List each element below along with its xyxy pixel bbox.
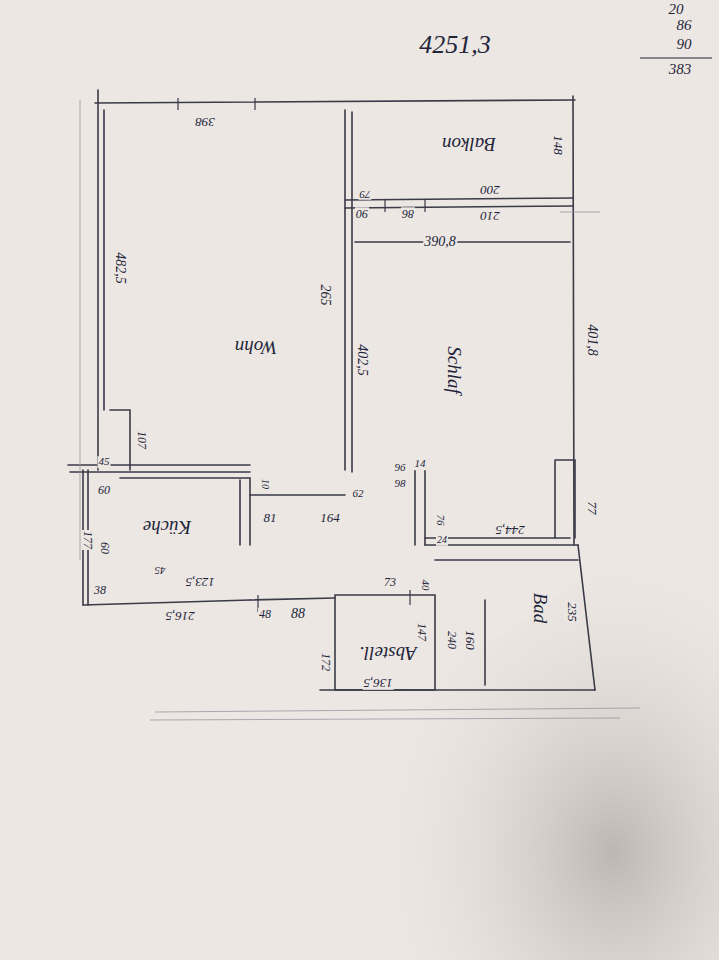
- dimension: 402,5: [355, 343, 370, 377]
- dimension: 38: [93, 584, 107, 597]
- dimension: 216,5: [164, 609, 195, 623]
- dimension: 76: [434, 514, 446, 527]
- dimension: 60: [99, 541, 112, 555]
- dimension: 88: [290, 607, 306, 622]
- dimension: 86: [401, 208, 415, 221]
- room-area: Schlaf: [354, 250, 552, 530]
- room-name: Küche: [143, 517, 192, 537]
- dimension: 148: [551, 134, 565, 156]
- room-name: Schlaf: [444, 346, 464, 394]
- dimension: 90: [355, 208, 369, 221]
- dimension: 401,8: [585, 323, 600, 357]
- dimension: 265: [318, 284, 333, 307]
- room-name: Bad: [530, 593, 550, 624]
- dimension: 62: [352, 488, 365, 500]
- dimension: 73: [383, 576, 397, 589]
- pencil-lines: [80, 100, 640, 720]
- dimension: 210: [479, 209, 501, 223]
- dimension: 24: [436, 535, 448, 546]
- area-note: 4251,3: [418, 31, 492, 58]
- walls: [68, 90, 595, 690]
- ticks: [178, 98, 425, 612]
- dimension: 200: [479, 183, 501, 197]
- dimension: 60: [97, 484, 111, 497]
- dimension: 172: [320, 652, 333, 672]
- dimension: 147: [416, 622, 429, 642]
- dimension: 45: [154, 564, 167, 576]
- calc-number: 20: [668, 2, 685, 18]
- calc-number: 86: [676, 18, 693, 34]
- dimension: 160: [463, 629, 477, 651]
- dimension: 48: [258, 608, 272, 621]
- dimension: 98: [394, 478, 407, 490]
- dimension: 96: [394, 462, 407, 474]
- dimension: 79: [359, 188, 372, 200]
- dimension: 123,5: [184, 575, 215, 589]
- dimension: 45: [98, 456, 111, 468]
- dimension: 235: [565, 601, 579, 623]
- sum-line: [640, 57, 712, 58]
- dimension: 164: [319, 511, 341, 525]
- dimension: 482,5: [113, 251, 128, 285]
- dimension: 81: [263, 511, 278, 525]
- dimension: 14: [414, 458, 427, 470]
- room-area: Wohn: [106, 112, 342, 407]
- dimension: 40: [419, 579, 431, 592]
- calc-number: 90: [676, 37, 693, 53]
- room-area: Bad: [490, 565, 582, 687]
- dimension: 240: [446, 630, 459, 650]
- dimension: 77: [585, 501, 599, 516]
- dimension: 177: [82, 530, 95, 550]
- calc-number: 383: [668, 62, 693, 78]
- room-name: Wohn: [235, 337, 278, 357]
- dimension: 136,5: [362, 676, 393, 690]
- dimension: 390,8: [423, 235, 457, 250]
- dimension: 244,5: [494, 523, 525, 537]
- room-name: Abstell.: [359, 643, 417, 663]
- dimension: 107: [136, 430, 149, 450]
- room-name: Balkon: [442, 134, 496, 154]
- dimension: 10: [260, 478, 271, 490]
- dimension: 398: [194, 115, 216, 129]
- room-area: Balkon: [354, 106, 570, 196]
- shadow: [296, 420, 719, 960]
- room-area: Abstell.: [338, 608, 432, 686]
